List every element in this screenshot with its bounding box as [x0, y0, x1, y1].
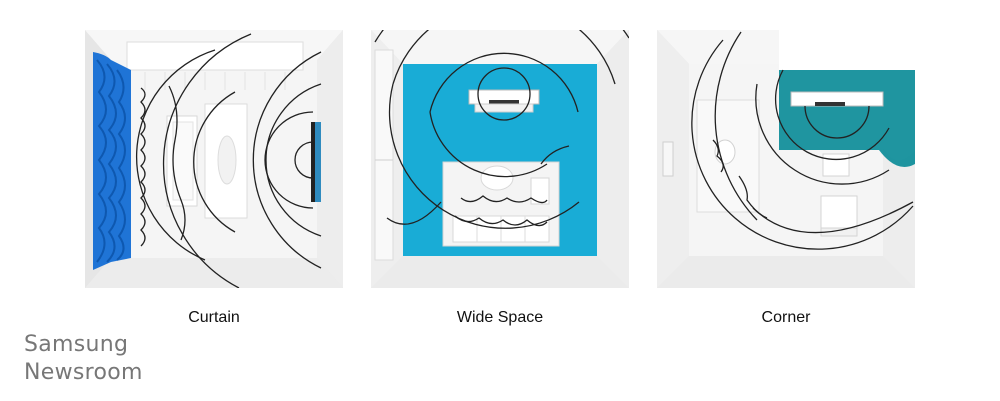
curtain-icon: [93, 52, 131, 270]
wide-space-room-diagram: [371, 30, 629, 288]
curtain-room-svg: [85, 30, 343, 288]
tv-icon: [311, 122, 321, 202]
samsung-newsroom-logo: Samsung Newsroom: [24, 331, 143, 387]
corner-room-diagram: [657, 30, 915, 288]
speaker-icon: [790, 91, 884, 107]
right-wall: [597, 30, 629, 288]
sound-wave-icon: [691, 31, 914, 250]
window-icon: [662, 141, 674, 177]
armchair-icon: [530, 177, 550, 205]
caption-corner: Corner: [761, 309, 811, 326]
logo-line-2: Newsroom: [24, 360, 143, 385]
wide-space-room-svg: [371, 30, 629, 288]
curtain-room-diagram: [85, 30, 343, 288]
window-icon: [374, 49, 394, 261]
bottom-wall: [85, 258, 343, 288]
sound-wave-icon: [374, 30, 629, 229]
speaker-icon: [468, 89, 540, 113]
caption-wide-space: Wide Space: [456, 309, 544, 326]
top-wall: [371, 30, 629, 64]
right-wall: [317, 30, 343, 288]
sound-wave-icon: [135, 33, 322, 288]
coffee-table-icon: [480, 165, 514, 191]
sofa-icon: [166, 115, 198, 207]
table-lamp: [217, 135, 237, 185]
corner-wall-top: [779, 30, 915, 70]
caption-curtain: Curtain: [188, 309, 240, 326]
logo-line-1: Samsung: [24, 332, 129, 357]
armchair-icon: [822, 153, 850, 177]
corner-room-svg: [657, 30, 915, 288]
bottom-wall: [657, 256, 915, 288]
ceiling-grid: [144, 72, 286, 90]
bottom-wall: [371, 256, 629, 288]
